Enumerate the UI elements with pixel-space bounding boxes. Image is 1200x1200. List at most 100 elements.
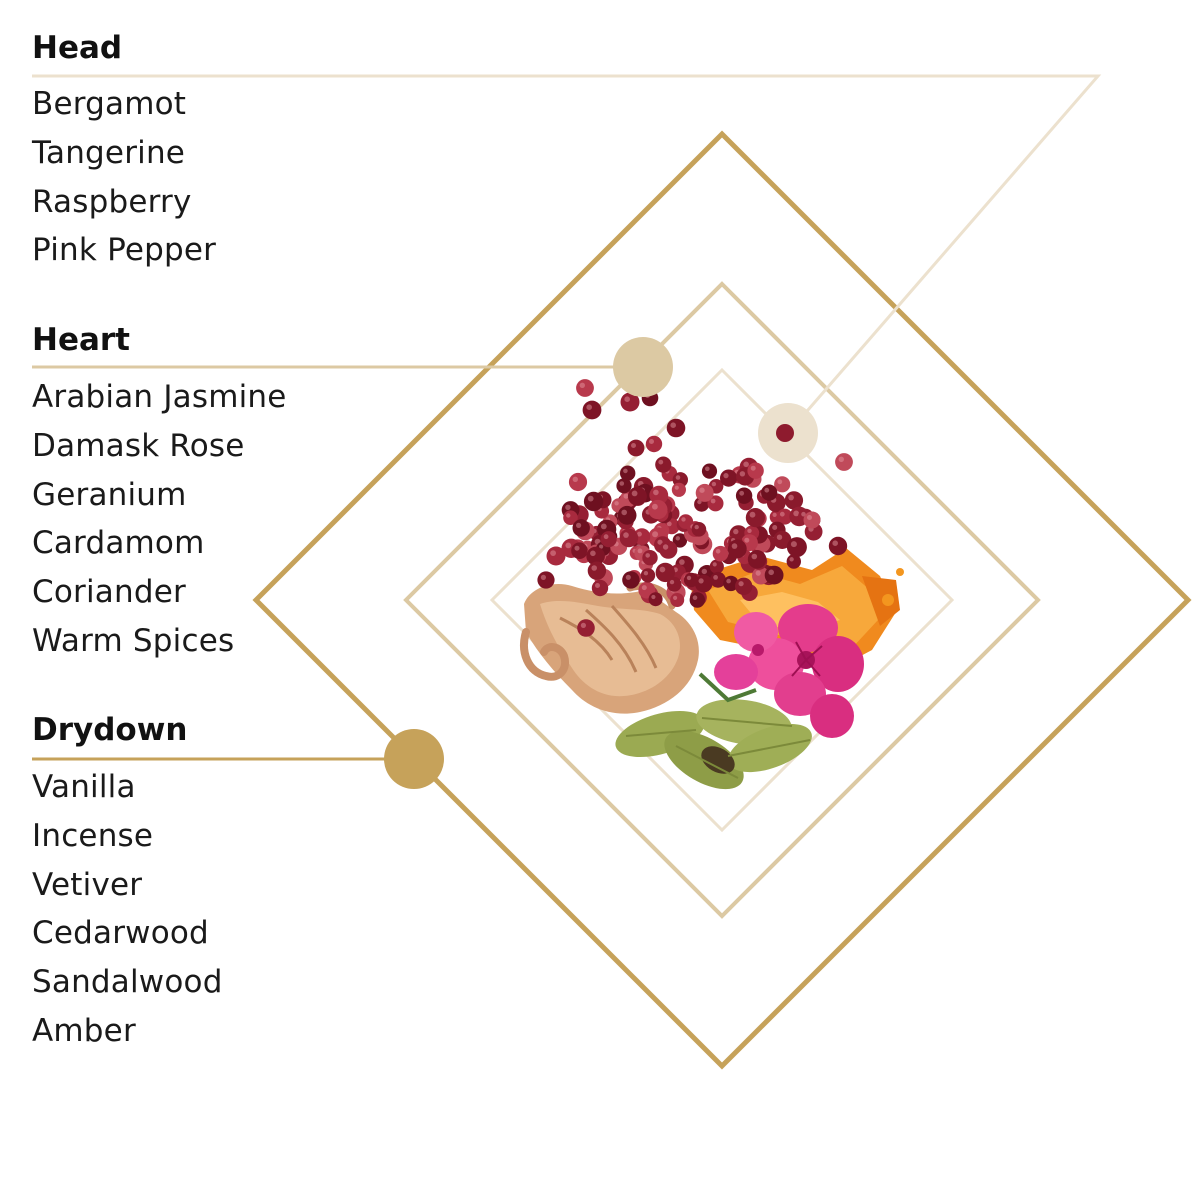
peppercorn <box>620 465 636 481</box>
peppercorn <box>627 486 647 506</box>
peppercorn-highlight <box>652 531 659 538</box>
peppercorn-highlight <box>777 479 783 485</box>
peppercorn-highlight <box>739 471 746 477</box>
peppercorn <box>666 576 682 592</box>
peppercorn-highlight <box>747 528 752 533</box>
drydown-note: Cedarwood <box>32 915 209 952</box>
peppercorn-highlight <box>636 531 642 537</box>
heart-note: Warm Spices <box>32 622 235 659</box>
peppercorn <box>619 528 639 548</box>
peppercorn-highlight <box>793 510 800 517</box>
peppercorn-highlight <box>779 511 785 517</box>
head-section-title: Head <box>32 30 123 66</box>
peppercorn <box>828 536 848 556</box>
peppercorn <box>735 487 753 504</box>
head-connector-line <box>32 74 1102 434</box>
peppercorn-highlight <box>694 524 699 530</box>
peppercorn <box>546 546 566 566</box>
peppercorn <box>591 579 609 597</box>
peppercorn <box>712 545 729 562</box>
peppercorn-highlight <box>666 521 672 527</box>
peppercorn-highlight <box>591 565 597 571</box>
peppercorn <box>803 511 821 529</box>
peppercorn <box>617 505 637 525</box>
peppercorn <box>709 559 724 574</box>
peppercorn-highlight <box>755 570 761 576</box>
peppercorn <box>576 379 594 397</box>
peppercorn-highlight <box>723 473 729 479</box>
peppercorn <box>586 546 605 566</box>
peppercorn <box>583 491 604 512</box>
heart-note: Geranium <box>32 476 187 513</box>
peppercorn-highlight <box>659 566 666 573</box>
peppercorn-highlight <box>540 574 547 581</box>
peppercorn-highlight <box>726 578 731 584</box>
peppercorn <box>683 572 699 588</box>
peppercorn-highlight <box>711 481 717 487</box>
peppercorn <box>640 568 656 583</box>
peppercorn-highlight <box>750 465 756 471</box>
peppercorn-highlight <box>643 571 649 576</box>
peppercorn-highlight <box>580 622 587 629</box>
peppercorn-highlight <box>670 422 676 429</box>
peppercorn-highlight <box>641 585 647 591</box>
cardamom-pod-icon <box>615 699 812 790</box>
peppercorn-highlight <box>701 568 707 575</box>
peppercorn-highlight <box>566 513 571 518</box>
peppercorn-highlight <box>772 512 777 518</box>
peppercorn-highlight <box>713 575 718 580</box>
heart-note: Coriander <box>32 574 186 611</box>
peppercorn-highlight <box>739 490 745 496</box>
peppercorn-highlight <box>623 468 628 474</box>
heart-section-title: Heart <box>32 322 130 358</box>
peppercorn-highlight <box>675 475 681 480</box>
peppercorn <box>727 539 747 559</box>
drydown-diamond <box>252 130 1192 1070</box>
peppercorn <box>648 592 663 607</box>
peppercorn <box>774 476 791 493</box>
drydown-section-title: Drydown <box>32 712 188 748</box>
peppercorn-highlight <box>801 511 806 517</box>
peppercorn-highlight <box>807 515 812 520</box>
peppercorn <box>784 491 804 510</box>
peppercorn-highlight <box>733 528 739 535</box>
drydown-note: Vanilla <box>32 769 136 805</box>
peppercorn-highlight <box>788 494 794 501</box>
peppercorn <box>582 400 602 420</box>
peppercorn <box>689 592 705 608</box>
heart-note: Arabian Jasmine <box>32 379 287 415</box>
peppercorn-highlight <box>712 562 717 567</box>
peppercorn-highlight <box>579 382 585 388</box>
drydown-note: Vetiver <box>32 866 143 903</box>
peppercorn <box>752 566 770 585</box>
peppercorn <box>786 554 801 569</box>
peppercorn <box>572 519 590 537</box>
peppercorn-highlight <box>686 575 692 581</box>
peppercorn <box>571 542 588 559</box>
drydown-notes-list: Vanilla Incense Vetiver Cedarwood Sandal… <box>32 763 223 1056</box>
peppercorn <box>671 482 687 497</box>
peppercorn-highlight <box>751 553 758 560</box>
peppercorn <box>587 561 607 580</box>
peppercorn <box>648 499 668 520</box>
peppercorn-highlight <box>652 503 658 510</box>
head-marker-peppercorn <box>776 424 794 442</box>
peppercorn <box>670 593 685 607</box>
geranium-flower-icon <box>698 604 864 738</box>
peppercorn-highlight <box>738 581 744 587</box>
peppercorn-highlight <box>599 544 604 549</box>
head-note: Bergamot <box>32 86 187 122</box>
pink-pepper-icon <box>537 379 853 637</box>
peppercorn-highlight <box>764 487 770 493</box>
peppercorn <box>776 508 793 525</box>
wood-shavings-icon <box>520 582 699 714</box>
peppercorn-highlight <box>674 485 679 490</box>
head-note: Raspberry <box>32 183 192 220</box>
peppercorn-highlight <box>621 509 627 516</box>
peppercorn <box>695 483 714 502</box>
peppercorn <box>659 540 678 559</box>
peppercorn-highlight <box>572 476 578 482</box>
peppercorn-highlight <box>565 504 571 510</box>
